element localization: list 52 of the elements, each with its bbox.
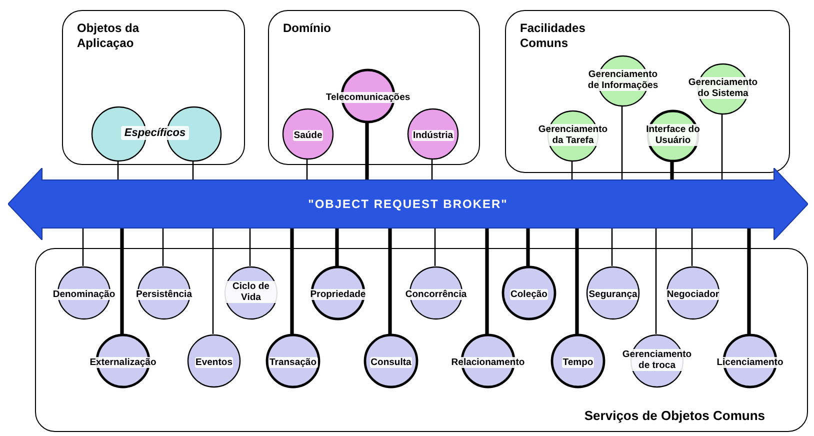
connector-line [747, 228, 751, 334]
group-panel [35, 248, 808, 432]
panel-title: Facilidades Comuns [520, 21, 586, 51]
connector-line [611, 228, 613, 266]
service-label: Coleção [510, 289, 548, 300]
panel-title: Serviços de Objetos Comuns [584, 408, 765, 423]
connector-line [365, 121, 369, 180]
connector-line [670, 160, 674, 180]
service-label: Ciclo de Vida [223, 281, 279, 303]
connector-line [434, 228, 436, 266]
service-label: Denominação [52, 289, 116, 300]
panel-title: Domínio [283, 21, 332, 36]
panel-title: Objetos da Aplicaçao [77, 21, 140, 51]
service-label: Propriedade [309, 289, 367, 300]
connector-line [571, 160, 573, 180]
service-label: Concorrência [404, 289, 468, 300]
connector-line [82, 228, 84, 266]
service-label: Externalização [88, 357, 158, 368]
service-label: Consulta [370, 357, 412, 368]
connector-line [335, 228, 339, 266]
service-label: Telecomunicações [324, 92, 412, 103]
connector-line [431, 158, 433, 180]
connector-line [306, 158, 308, 180]
group-panel [268, 10, 480, 165]
service-label: Transação [268, 357, 318, 368]
service-label: Saúde [292, 130, 324, 141]
connector-line [192, 160, 194, 180]
connector-line [120, 228, 124, 334]
service-label: Persistência [135, 289, 193, 300]
connector-line [655, 228, 657, 334]
connector-line [485, 228, 489, 334]
service-label: Relacionamento [450, 357, 526, 368]
connector-line [721, 113, 723, 180]
service-label: Negociador [666, 289, 720, 300]
service-label: Tempo [562, 357, 594, 368]
service-label: Licenciamento [716, 357, 784, 368]
broker-label: "OBJECT REQUEST BROKER" [307, 197, 509, 211]
service-label: Indústria [412, 130, 454, 141]
group-panel [505, 10, 790, 173]
connector-line [212, 228, 214, 334]
connector-line [249, 228, 251, 266]
connector-line [290, 228, 294, 334]
connector-line [388, 228, 392, 334]
connector-line [526, 228, 530, 266]
connector-line [575, 228, 579, 334]
connector-line [691, 228, 693, 266]
group-label: Específicos [121, 126, 189, 140]
connector-line [162, 228, 164, 266]
connector-line [621, 105, 623, 180]
service-label: Segurança [588, 289, 638, 300]
service-label: Eventos [194, 357, 234, 368]
connector-line [117, 160, 119, 180]
